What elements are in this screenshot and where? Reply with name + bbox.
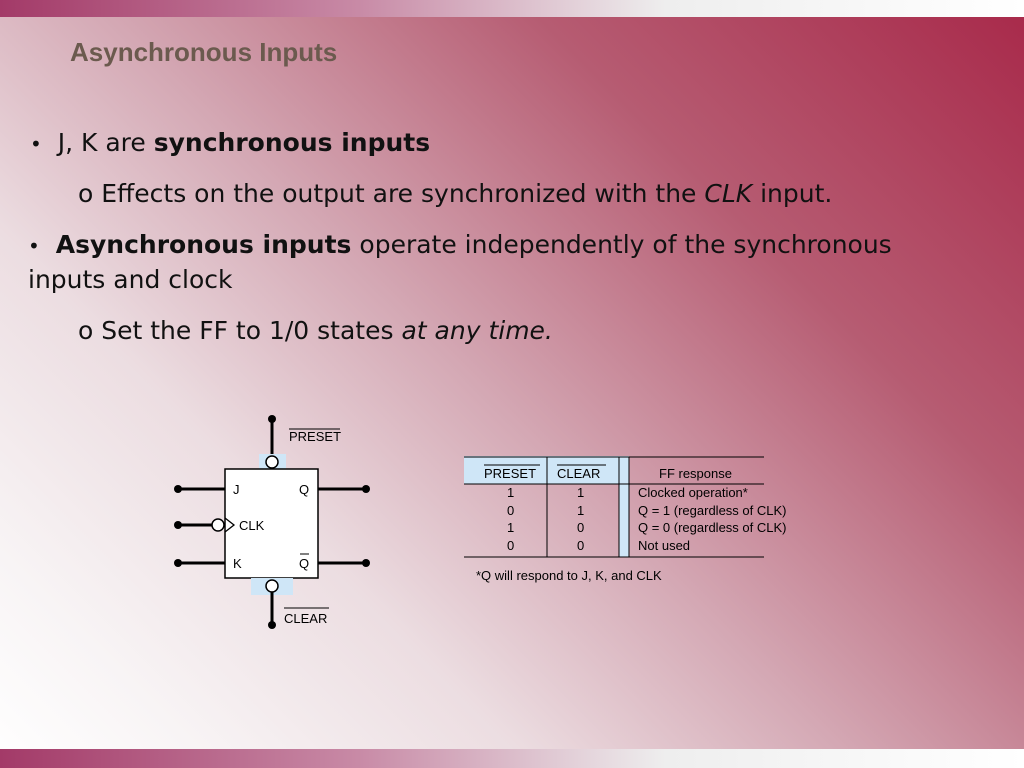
truth-table: PRESET CLEAR FF response 1 1 Clocked ope… — [464, 456, 786, 583]
row3-preset: 1 — [507, 520, 514, 535]
row1-preset: 1 — [507, 485, 514, 500]
jk-flip-flop-symbol: PRESET J CLK K Q Q CLEAR — [174, 415, 370, 629]
slide-title: Asynchronous Inputs — [70, 37, 338, 67]
top-decorative-band — [0, 0, 1024, 17]
bullet-2-text: operate independently of the synchronous — [359, 230, 892, 259]
bullet-1-sub-text: Effects on the output are synchronized w… — [101, 179, 697, 208]
row3-response: Q = 0 (regardless of CLK) — [638, 520, 786, 535]
bullet-2-line2: inputs and clock — [28, 265, 233, 294]
row4-response: Not used — [638, 538, 690, 553]
q-bar-label: Q — [299, 556, 309, 571]
bullet-2-bold: Asynchronous inputs — [55, 230, 352, 259]
bullet-marker: • — [30, 132, 42, 156]
clk-label: CLK — [239, 518, 265, 533]
bullet-2-sub-text: Set the FF to 1/0 states — [101, 316, 394, 345]
bullet-2: • Asynchronous inputs operate independen… — [28, 227, 892, 264]
clear-label: CLEAR — [284, 611, 327, 626]
row3-clear: 0 — [577, 520, 584, 535]
sub-marker: o — [78, 179, 94, 208]
row4-clear: 0 — [577, 538, 584, 553]
row1-response: Clocked operation* — [638, 485, 748, 500]
bullet-1-sub-italic: CLK — [704, 179, 753, 208]
bullet-2-sub-italic: at any time. — [401, 316, 553, 345]
j-label: J — [233, 482, 240, 497]
row4-preset: 0 — [507, 538, 514, 553]
sub-marker: o — [78, 316, 94, 345]
header-preset: PRESET — [484, 466, 536, 481]
bullet-1-sub-post: input. — [760, 179, 833, 208]
bullet-1-bold: synchronous inputs — [153, 128, 431, 157]
bullet-2-sub: o Set the FF to 1/0 states at any time. — [78, 313, 553, 349]
row2-preset: 0 — [507, 503, 514, 518]
bullet-1: • J, K are synchronous inputs — [30, 125, 430, 162]
row2-response: Q = 1 (regardless of CLK) — [638, 503, 786, 518]
preset-label: PRESET — [289, 429, 341, 444]
k-label: K — [233, 556, 242, 571]
bullet-1-sub: o Effects on the output are synchronized… — [78, 176, 832, 212]
bottom-decorative-band — [0, 749, 1024, 768]
bullet-1-text: J, K are — [57, 128, 146, 157]
row1-clear: 1 — [577, 485, 584, 500]
q-label: Q — [299, 482, 309, 497]
header-clear: CLEAR — [557, 466, 600, 481]
row2-clear: 1 — [577, 503, 584, 518]
bullet-marker: • — [28, 234, 40, 258]
table-footnote: *Q will respond to J, K, and CLK — [476, 568, 662, 583]
header-ff-response: FF response — [659, 466, 732, 481]
